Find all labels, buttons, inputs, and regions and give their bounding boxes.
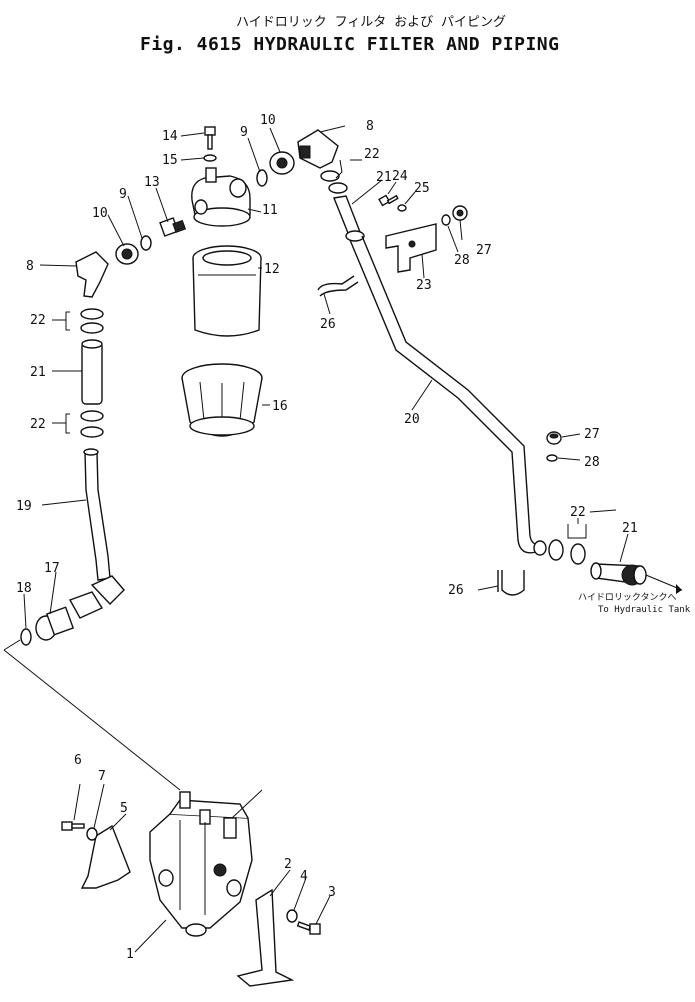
bracket-5	[80, 824, 131, 889]
pipe-20	[349, 235, 547, 556]
callout-13: 13	[144, 175, 160, 190]
callout-9-left: 9	[119, 187, 127, 202]
o-ring-9-right	[256, 169, 268, 187]
callout-8-left: 8	[26, 259, 34, 274]
callout-8-right: 8	[366, 119, 374, 134]
bracket-2	[236, 888, 295, 987]
bracket-23	[385, 223, 437, 273]
callout-11: 11	[262, 203, 278, 218]
title-english: Fig. 4615 HYDRAULIC FILTER AND PIPING	[140, 34, 559, 55]
callout-21-upper-right: 21	[376, 170, 392, 185]
adapter-10-right	[269, 151, 295, 175]
callout-23: 23	[416, 278, 432, 293]
callout-21-left: 21	[30, 365, 46, 380]
washer-15	[203, 154, 217, 162]
washer-4	[286, 909, 298, 923]
connection-line-to-valve	[3, 649, 181, 791]
callout-21-lower-right: 21	[622, 521, 638, 536]
tank-note-japanese: ハイドロリックタンクへ	[578, 592, 676, 603]
elbow-8-right	[297, 129, 339, 169]
hose-21-upper-right	[333, 195, 365, 242]
washer-28-lower	[546, 454, 558, 462]
callout-25: 25	[414, 181, 430, 196]
callout-14: 14	[162, 129, 178, 144]
title-japanese: ハイドロリック フィルタ および パイピング	[236, 15, 506, 30]
elbow-8-left	[75, 251, 109, 298]
callout-3: 3	[328, 885, 336, 900]
callout-4: 4	[300, 869, 308, 884]
hose-clamps-22-upper-right	[320, 170, 348, 194]
callout-22-upper-left: 22	[30, 313, 46, 328]
callout-7: 7	[98, 769, 106, 784]
u-bolt-26-upper	[317, 275, 359, 297]
nut-27-lower	[546, 431, 562, 445]
filter-element-12	[192, 245, 262, 337]
hose-clamps-22-lower-left	[80, 410, 104, 438]
fitting-13	[159, 217, 187, 237]
u-bolt-26-lower	[497, 570, 525, 596]
callout-18: 18	[16, 581, 32, 596]
connection-line-left	[3, 639, 21, 651]
bolt-6	[61, 821, 85, 831]
callout-10-left: 10	[92, 206, 108, 221]
filter-head-11	[191, 167, 251, 227]
arrow-to-tank	[645, 574, 683, 594]
callout-26-lower: 26	[448, 583, 464, 598]
o-ring-18	[20, 628, 32, 646]
callout-9-right: 9	[240, 125, 248, 140]
bolt-24	[378, 194, 399, 207]
callout-27-lower: 27	[584, 427, 600, 442]
washer-7	[86, 827, 98, 841]
callout-2: 2	[284, 857, 292, 872]
callout-numbers: 14 15 13 11 12 16 9 10 8 9 10 8 22 21 22…	[16, 113, 638, 962]
bolt-14	[204, 126, 216, 150]
callout-17: 17	[44, 561, 60, 576]
washer-25	[397, 204, 407, 212]
callout-22-upper-right: 22	[364, 147, 380, 162]
adapter-10-left	[115, 243, 139, 265]
o-ring-9-left	[140, 235, 152, 251]
filter-bowl-16	[181, 363, 263, 437]
adapter-17	[35, 591, 104, 641]
bolt-3	[296, 921, 321, 935]
callout-24: 24	[392, 169, 408, 184]
washer-28-upper	[441, 214, 451, 226]
hose-clamps-22-lower-right	[548, 539, 586, 565]
callout-22-lower-right: 22	[570, 505, 586, 520]
callout-16: 16	[272, 399, 288, 414]
connection-line-valve-top	[231, 789, 263, 819]
callout-22-lower-left: 22	[30, 417, 46, 432]
pipe-19	[83, 448, 125, 606]
callout-20: 20	[404, 412, 420, 427]
callout-28-upper: 28	[454, 253, 470, 268]
callout-6: 6	[74, 753, 82, 768]
callout-26-upper: 26	[320, 317, 336, 332]
leader-lines	[23, 125, 629, 953]
callout-1: 1	[126, 947, 134, 962]
hose-21-left	[81, 339, 103, 405]
callout-5: 5	[120, 801, 128, 816]
hose-21-lower-right	[590, 562, 647, 586]
hose-clamps-22-upper-left	[80, 308, 104, 334]
control-valve-1	[149, 791, 253, 937]
tank-note-english: To Hydraulic Tank	[598, 605, 691, 615]
callout-28-lower: 28	[584, 455, 600, 470]
callout-27-upper: 27	[476, 243, 492, 258]
callout-15: 15	[162, 153, 178, 168]
callout-12: 12	[264, 262, 280, 277]
nut-27-upper	[452, 205, 468, 221]
callout-10-right: 10	[260, 113, 276, 128]
callout-19: 19	[16, 499, 32, 514]
